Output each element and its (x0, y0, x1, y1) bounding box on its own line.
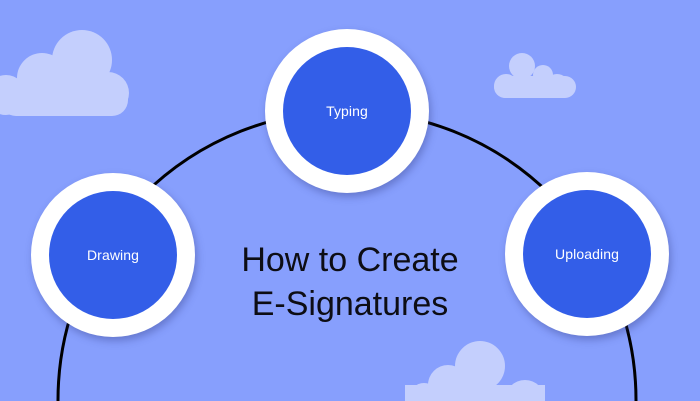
method-label-drawing: Drawing (86, 247, 140, 263)
method-node-typing-fill: Typing (283, 47, 411, 175)
method-label-uploading: Uploading (555, 246, 619, 262)
method-node-drawing: Drawing (31, 173, 195, 337)
title-line-1: How to Create (241, 241, 459, 279)
cloud-icon (405, 341, 545, 401)
method-label-typing: Typing (326, 103, 368, 119)
title-line-2: E-Signatures (251, 285, 449, 323)
method-node-drawing-fill: Drawing (49, 191, 177, 319)
method-node-typing: Typing (265, 29, 429, 193)
cloud-icon (0, 30, 129, 116)
method-node-uploading: Uploading (505, 172, 669, 336)
cloud-icon (494, 53, 576, 98)
method-node-uploading-fill: Uploading (523, 190, 651, 318)
page-title: How to Create E-Signatures (200, 238, 500, 326)
